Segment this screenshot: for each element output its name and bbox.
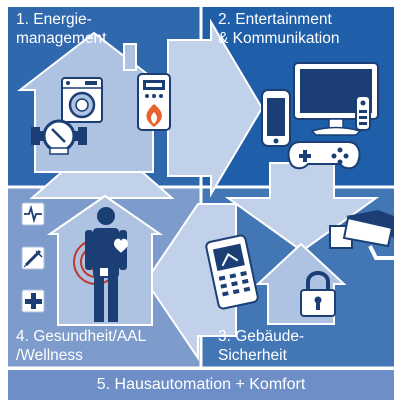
quadrant-number: 1. (16, 11, 29, 28)
quadrant-label-entertainment: 2. Entertainment & Kommunikation (218, 10, 398, 48)
quadrant-title-line2: Sicherheit (218, 347, 287, 364)
quadrant-title-line1: Entertainment (235, 11, 332, 28)
cross-icon (21, 289, 45, 313)
heart-icon (114, 238, 128, 253)
person-icon (85, 207, 127, 322)
ecg-icon (21, 202, 45, 226)
quadrant-label-energy: 1. Energie- management (16, 10, 186, 48)
quadrant-label-security: 3. Gebäude- Sicherheit (218, 327, 398, 365)
quadrant-title-line2: management (16, 30, 107, 47)
washing-machine-icon (61, 77, 103, 123)
gas-meter-icon (137, 73, 171, 131)
arrow-energy-to-entertainment (167, 18, 264, 198)
band-label: 5. Hausautomation + Komfort (96, 376, 306, 393)
flame-icon (146, 104, 162, 127)
remote-control-icon (355, 95, 371, 131)
quadrant-title-line2: /Wellness (16, 347, 83, 364)
smartphone-icon (261, 89, 291, 147)
quadrant-number: 2. (218, 11, 231, 28)
quadrant-title-line2: & Kommunikation (218, 30, 340, 47)
gamepad-icon (287, 141, 361, 170)
syringe-icon (21, 246, 45, 270)
divider-band (8, 366, 394, 370)
quadrant-title-line1: Gebäude- (235, 328, 305, 345)
padlock-icon (300, 271, 336, 317)
divider-horizontal (8, 185, 394, 189)
quadrant-title-line1: Gesundheit/AAL (33, 328, 147, 345)
quadrant-number: 3. (218, 328, 231, 345)
band-bg (8, 370, 394, 400)
mobile-phone-icon (205, 234, 259, 310)
quadrant-number: 4. (16, 328, 29, 345)
quadrant-label-health: 4. Gesundheit/AAL /Wellness (16, 327, 201, 365)
water-meter-icon (31, 119, 87, 155)
quadrant-title-line1: Energie- (33, 11, 92, 28)
arrow-entertainment-to-security (224, 162, 380, 253)
security-camera-icon (329, 210, 394, 260)
